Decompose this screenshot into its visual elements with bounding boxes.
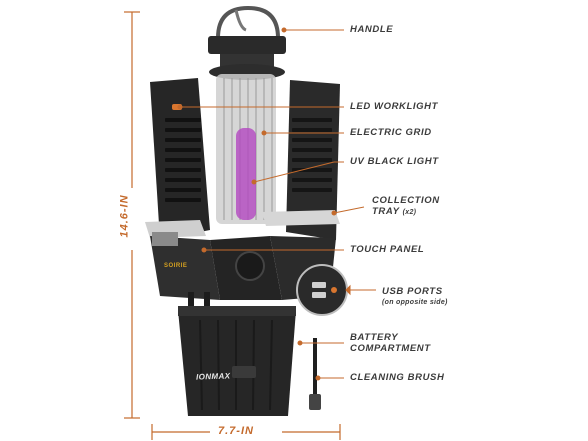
battery-logo: IONMAX [195,371,231,382]
collection-tray-word: TRAY [372,206,400,217]
callout-handle: HANDLE [350,24,394,35]
usb-ports-title: USB PORTS [382,286,443,297]
battery-line1: BATTERY [350,332,399,343]
usb-ports-note: (on opposite side) [382,299,448,306]
battery-line2: COMPARTMENT [350,343,431,354]
callout-usb-ports: USB PORTS (on opposite side) [382,286,448,308]
collection-tray-line2: TRAY (x2) [372,206,440,218]
battery-compartment-graphic [178,306,296,416]
cage-body [145,74,340,240]
callout-led-worklight: LED WORKLIGHT [350,101,439,112]
callout-electric-grid: ELECTRIC GRID [350,127,432,138]
callout-touch-panel: TOUCH PANEL [350,244,425,255]
cleaning-brush-graphic [309,338,321,410]
usb-ports-magnifier [296,264,348,316]
handle-graphic [208,5,286,80]
collection-tray-quantity: (x2) [402,209,417,216]
callout-cleaning-brush: CLEANING BRUSH [350,372,445,383]
callout-collection-tray: COLLECTION TRAY (x2) [372,195,440,218]
callout-battery-compartment: BATTERY COMPARTMENT [350,332,431,354]
dimension-width: 7.7-IN [218,425,254,437]
dimension-lines [124,11,341,440]
dimension-height: 14.6-IN [118,194,131,238]
panel-logo: SOIRIE [164,263,188,269]
callout-uv-black-light: UV BLACK LIGHT [350,156,439,167]
leader-lines [177,27,376,381]
collection-tray-line1: COLLECTION [372,195,440,206]
